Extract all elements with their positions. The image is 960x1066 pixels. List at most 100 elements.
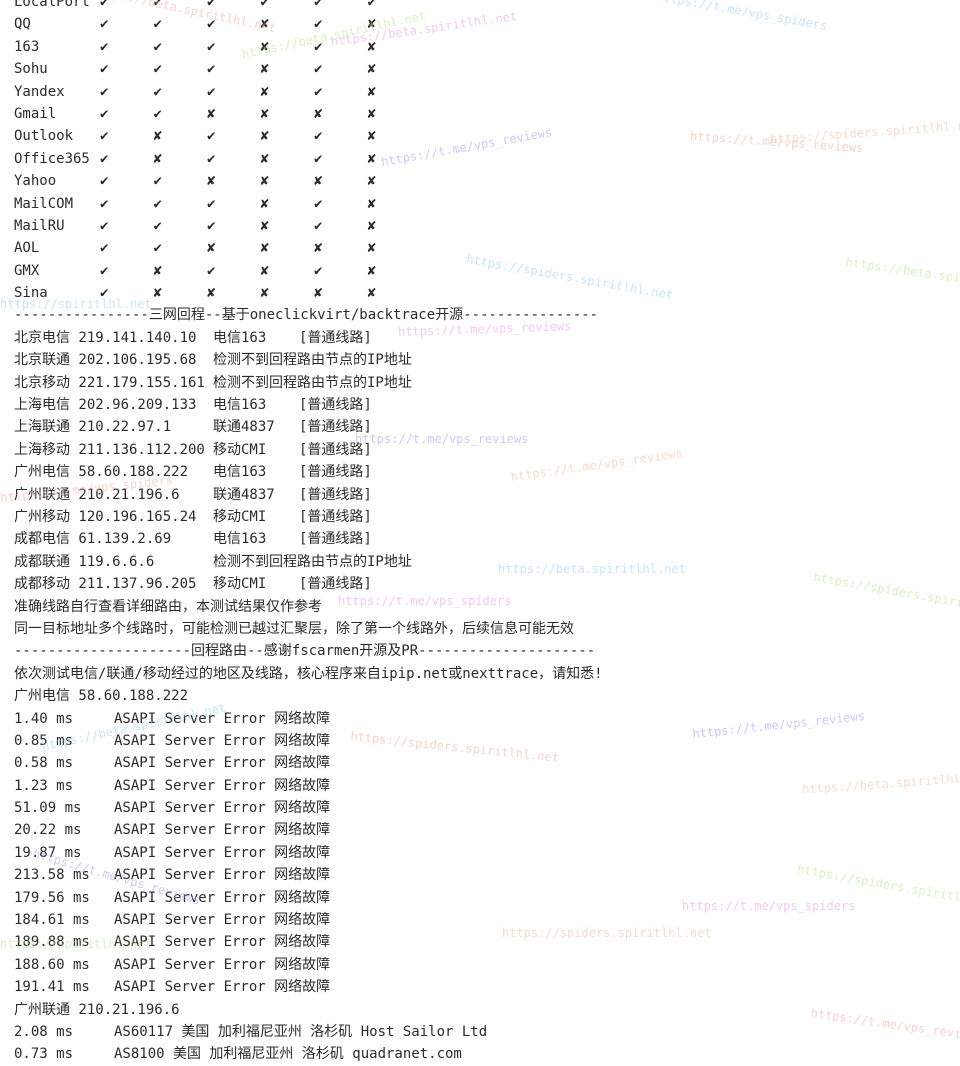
status-mark: ✔: [153, 61, 162, 78]
hop-latency: 179.56 ms: [14, 889, 90, 906]
status-mark: ✘: [260, 128, 269, 145]
status-mark: ✘: [260, 173, 269, 190]
status-mark: ✘: [260, 105, 269, 122]
backtrace-header: ----------------三网回程--基于oneclickvirt/bac…: [14, 307, 599, 324]
status-mark: ✔: [207, 16, 216, 33]
status-mark: ✔: [100, 240, 109, 257]
status-mark: ✘: [314, 240, 323, 257]
status-mark: ✔: [153, 83, 162, 100]
route-node: 上海联通 210.22.97.1: [14, 419, 172, 436]
hop-latency: 189.88 ms: [14, 934, 90, 951]
status-mark: ✘: [367, 16, 376, 33]
hop-info: ASAPI Server Error 网络故障: [114, 732, 331, 749]
mail-service-name: Gmail: [14, 105, 57, 122]
route-type: [普通线路]: [299, 508, 372, 525]
status-mark: ✔: [314, 195, 323, 212]
mail-service-name: Sina: [14, 285, 48, 302]
status-mark: ✘: [260, 285, 269, 302]
status-mark: ✘: [367, 217, 376, 234]
route-node: 广州移动 120.196.165.24: [14, 508, 197, 525]
status-mark: ✘: [260, 195, 269, 212]
mail-service-name: Yandex: [14, 83, 65, 100]
mail-row: MailCOM ✔ ✔ ✔ ✘ ✔ ✘: [14, 193, 960, 215]
status-mark: ✔: [207, 83, 216, 100]
mail-service-name: Sohu: [14, 61, 48, 78]
note-line: 同一目标地址多个线路时，可能检测已越过汇聚层，除了第一个线路外，后续信息可能无效: [14, 620, 574, 637]
status-mark: ✔: [153, 240, 162, 257]
hop-info: ASAPI Server Error 网络故障: [114, 889, 331, 906]
mail-service-name: 163: [14, 38, 40, 55]
mail-service-name: MailRU: [14, 217, 65, 234]
route-node: 成都联通 119.6.6.6: [14, 553, 155, 570]
hop-latency: 0.85 ms: [14, 732, 74, 749]
mail-service-name: Outlook: [14, 128, 74, 145]
status-mark: ✔: [367, 0, 376, 10]
route-result: 移动CMI: [213, 576, 267, 593]
status-mark: ✔: [207, 262, 216, 279]
route-result: 电信163: [213, 464, 267, 481]
route-type: [普通线路]: [299, 531, 372, 548]
route-type: [普通线路]: [299, 576, 372, 593]
route-result: 检测不到回程路由节点的IP地址: [213, 374, 412, 391]
status-mark: ✘: [207, 173, 216, 190]
backtrace-row: 成都联通 119.6.6.6 检测不到回程路由节点的IP地址: [14, 551, 960, 573]
mail-row: GMX ✔ ✘ ✔ ✘ ✔ ✘: [14, 260, 960, 282]
hop-info: ASAPI Server Error 网络故障: [114, 979, 331, 996]
hop-info: ASAPI Server Error 网络故障: [114, 777, 331, 794]
status-mark: ✘: [367, 240, 376, 257]
status-mark: ✘: [367, 61, 376, 78]
route-node: 广州电信 58.60.188.222: [14, 464, 189, 481]
status-mark: ✔: [207, 0, 216, 10]
status-mark: ✘: [367, 262, 376, 279]
hop-info: AS60117 美国 加利福尼亚州 洛杉矶 Host Sailor Ltd: [114, 1023, 488, 1040]
mail-row: 163 ✔ ✔ ✔ ✘ ✔ ✘: [14, 36, 960, 58]
mail-row: Office365 ✔ ✘ ✔ ✘ ✔ ✘: [14, 148, 960, 170]
status-mark: ✘: [207, 240, 216, 257]
mail-service-name: AOL: [14, 240, 40, 257]
mail-service-name: Office365: [14, 150, 90, 167]
status-mark: ✘: [153, 128, 162, 145]
route-result: 联通4837: [213, 486, 275, 503]
hop-latency: 51.09 ms: [14, 800, 82, 817]
route-intro: 依次测试电信/联通/移动经过的地区及线路，核心程序来自ipip.net或next…: [14, 665, 603, 682]
trace-hop: 179.56 ms ASAPI Server Error 网络故障: [14, 887, 960, 909]
mail-row: AOL ✔ ✔ ✘ ✘ ✘ ✘: [14, 237, 960, 259]
status-mark: ✔: [207, 195, 216, 212]
route-node: 成都移动 211.137.96.205: [14, 576, 197, 593]
status-mark: ✔: [314, 217, 323, 234]
status-mark: ✘: [153, 262, 162, 279]
status-mark: ✘: [260, 38, 269, 55]
hop-latency: 184.61 ms: [14, 912, 90, 929]
status-mark: ✔: [100, 262, 109, 279]
status-mark: ✔: [207, 61, 216, 78]
status-mark: ✔: [100, 105, 109, 122]
hop-latency: 1.23 ms: [14, 777, 74, 794]
status-mark: ✔: [260, 0, 269, 10]
hop-latency: 188.60 ms: [14, 956, 90, 973]
status-mark: ✔: [100, 38, 109, 55]
route-result: 电信163: [213, 397, 267, 414]
mail-service-name: MailCOM: [14, 195, 74, 212]
status-mark: ✘: [367, 195, 376, 212]
status-mark: ✘: [367, 285, 376, 302]
route-result: 检测不到回程路由节点的IP地址: [213, 553, 412, 570]
mail-port-table: LocalPort ✔ ✔ ✔ ✔ ✔ ✔ QQ ✔ ✔ ✔ ✘ ✔ ✘ 163…: [14, 0, 960, 304]
hop-info: AS8100 美国 加利福尼亚州 洛杉矶 quadranet.com: [114, 1046, 462, 1063]
hop-info: ASAPI Server Error 网络故障: [114, 844, 331, 861]
status-mark: ✘: [314, 105, 323, 122]
route-result: 移动CMI: [213, 441, 267, 458]
status-mark: ✘: [260, 240, 269, 257]
backtrace-row: 成都移动 211.137.96.205 移动CMI [普通线路]: [14, 573, 960, 595]
hop-latency: 213.58 ms: [14, 867, 90, 884]
